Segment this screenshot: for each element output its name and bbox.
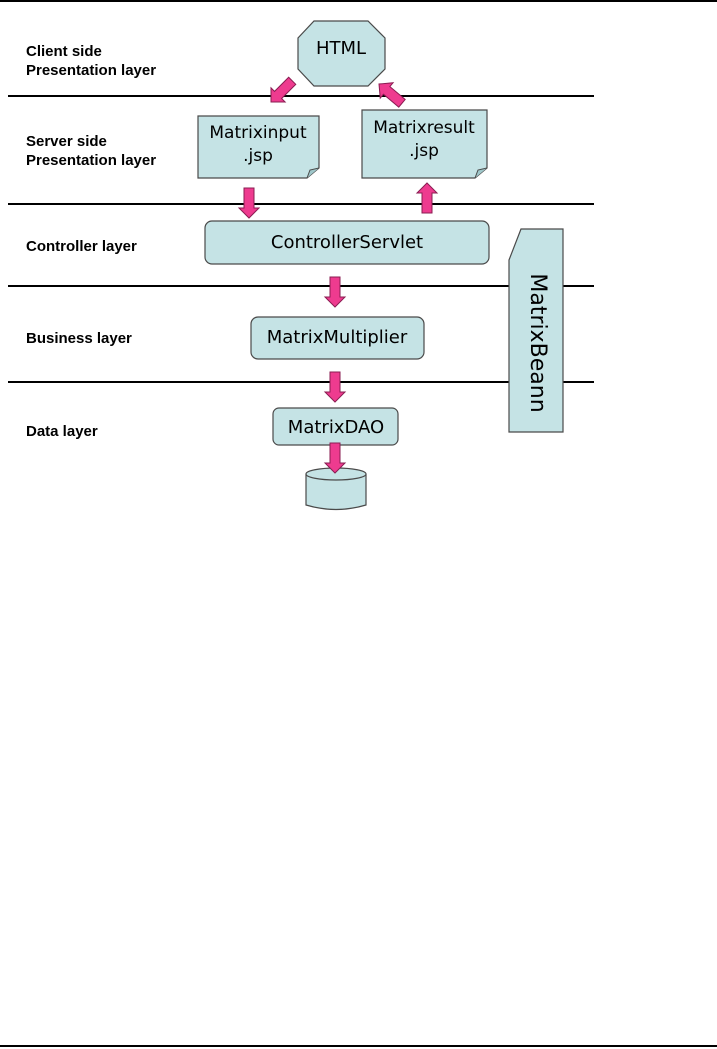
matrixresult-jsp-node: Matrixresult .jsp [361,109,488,179]
matrixinput-doc-fold [306,167,320,179]
arrow-controller-to-matrixresult [416,182,438,214]
arrow-controller-to-multiplier [324,276,346,308]
matrix-bean-label: MatrixBeann [525,273,550,412]
html-octagon [297,20,386,87]
data-layer-label: Data layer [26,423,98,440]
matrix-dao-label: MatrixDAO [288,417,384,438]
matrix-dao-node: MatrixDAO [272,407,399,446]
matrixinput-jsp-node: Matrixinput .jsp [197,115,320,179]
matrixinput-label-line1: Matrixinput [209,123,307,143]
matrix-bean-node: MatrixBeann [508,228,564,433]
matrixresult-label-line1: Matrixresult [373,118,475,138]
arrow-html-to-matrixinput [263,73,300,110]
client-layer-label-line2: Presentation layer [26,62,156,79]
matrixresult-label-line2: .jsp [409,141,439,161]
database-body [305,474,367,511]
controller-servlet-label: ControllerServlet [271,232,423,253]
arrow-matrixresult-to-html [372,75,409,112]
controller-servlet-box [204,220,490,265]
controller-servlet-node: ControllerServlet [204,220,490,265]
matrix-bean-card [508,228,564,433]
server-layer-label-line2: Presentation layer [26,152,156,169]
html-label: HTML [316,38,366,59]
matrixinput-label-line2: .jsp [243,146,273,166]
matrix-multiplier-node: MatrixMultiplier [250,316,425,360]
matrixresult-doc-fold [474,167,488,179]
html-node: HTML [297,20,386,87]
server-layer-label-line1: Server side [26,133,107,150]
matrix-multiplier-box [250,316,425,360]
arrow-multiplier-to-dao [324,371,346,403]
controller-layer-label: Controller layer [26,238,137,255]
database-icon [305,467,367,511]
client-layer-label-line1: Client side [26,43,102,60]
business-layer-label: Business layer [26,330,132,347]
matrix-multiplier-label: MatrixMultiplier [267,327,408,348]
